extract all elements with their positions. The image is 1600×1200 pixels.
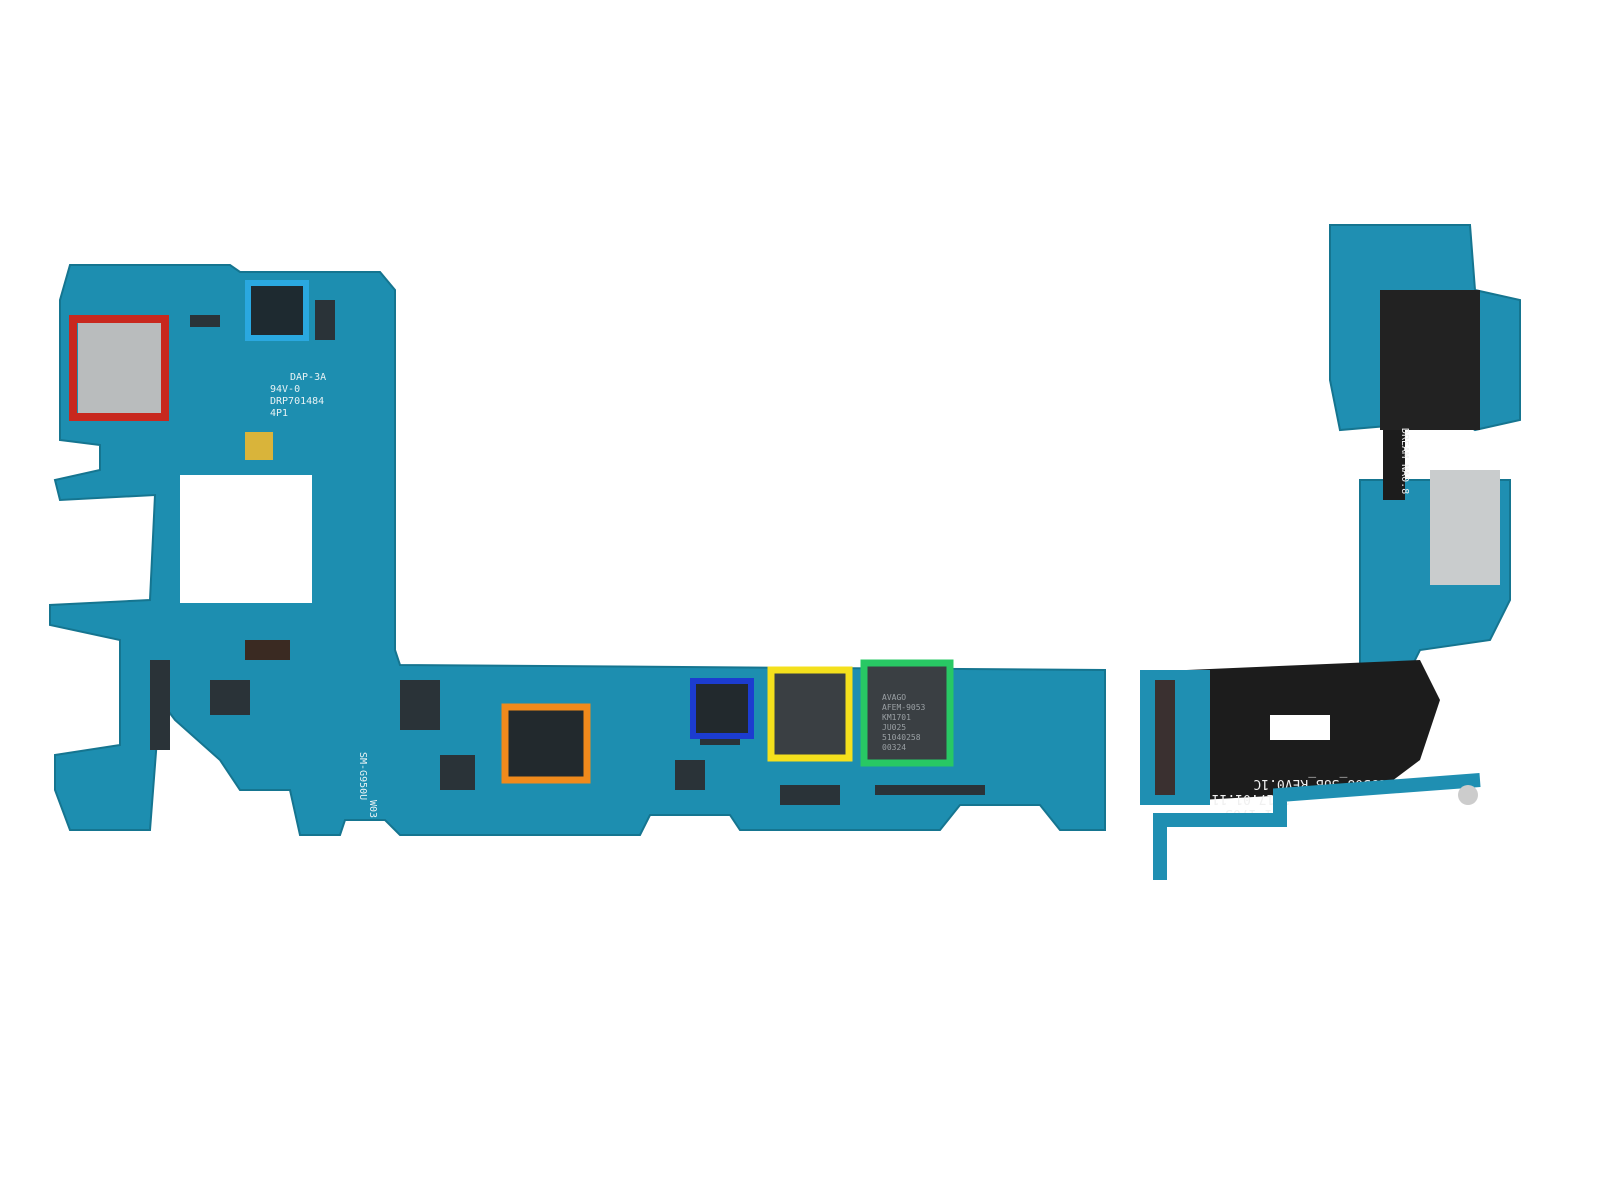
sub-date-text: 2017.01.11 — [1212, 791, 1290, 806]
flex-cable — [1383, 430, 1405, 500]
highlight-red — [69, 315, 169, 421]
chip-text-5: 00324 — [882, 743, 906, 752]
connector — [245, 640, 290, 660]
flex-label-text: DREAM NA0.8 — [1399, 428, 1410, 494]
qr-code — [245, 432, 273, 460]
chip-text-4: 51040258 — [882, 733, 921, 742]
flex-white-label — [1270, 715, 1330, 740]
shield-can — [78, 320, 163, 415]
main-logo-text: DAP-3A — [290, 372, 326, 383]
main-rating-text: 94V-0 — [270, 384, 300, 395]
chip-text-1: AFEM-9053 — [882, 703, 926, 712]
board-cutout — [180, 475, 312, 603]
main-w-text: W03 — [367, 800, 378, 818]
antenna-flex — [1153, 773, 1481, 880]
main-model-text: SM-G950U — [357, 752, 368, 800]
main-code-text: DRP701484 — [270, 396, 324, 407]
screw-hole — [1458, 785, 1478, 805]
usb-c-port — [1430, 470, 1500, 585]
highlight-green — [860, 659, 954, 767]
highlight-light-blue — [245, 280, 309, 341]
main-rev-text: 4P1 — [270, 408, 288, 419]
audio-jack — [1380, 290, 1480, 430]
highlight-orange — [501, 703, 591, 784]
highlight-dark-blue — [690, 678, 754, 739]
board-connector — [1155, 680, 1175, 795]
chip-text-3: JU025 — [882, 723, 906, 732]
chip-text-0: AVAGO — [882, 693, 906, 702]
chip-text-2: KM1701 — [882, 713, 911, 722]
highlight-yellow — [767, 666, 853, 762]
